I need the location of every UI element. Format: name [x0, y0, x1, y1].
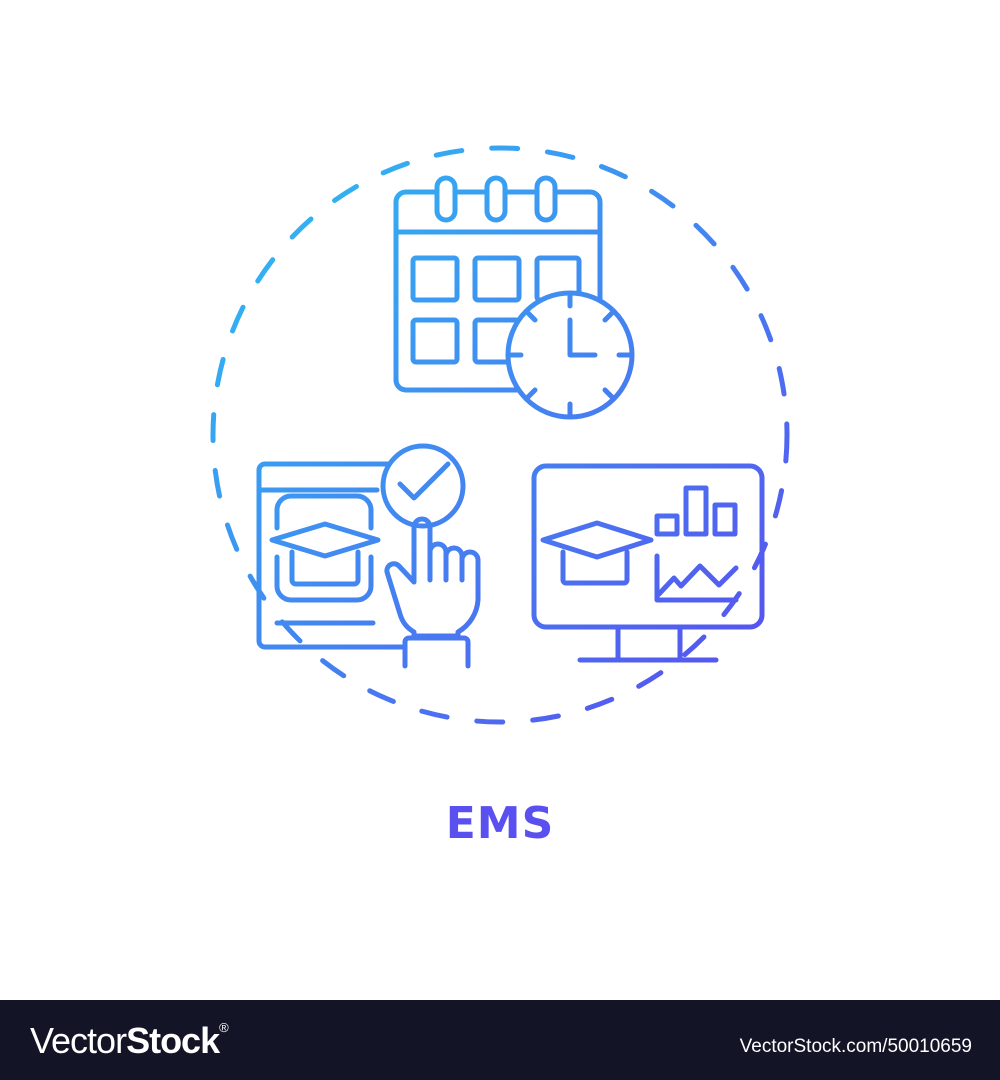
- clock-icon: [505, 290, 635, 420]
- bar-chart-icon: [654, 485, 738, 537]
- check-circle-icon: [380, 443, 466, 529]
- logo-light: Vector: [30, 1020, 127, 1061]
- monitor-icon: [531, 463, 765, 663]
- graduation-cap-icon: [540, 520, 654, 586]
- line-chart-icon: [654, 553, 739, 603]
- vectorstock-logo: VectorStock®: [30, 1020, 229, 1062]
- footer-bar: VectorStock® VectorStock.com/50010659: [0, 1000, 1000, 1080]
- logo-mark: ®: [219, 1020, 229, 1035]
- dashed-circle: [210, 145, 790, 725]
- pointing-hand-icon: [384, 516, 481, 669]
- image-reference: VectorStock.com/50010659: [739, 1036, 972, 1057]
- calendar-icon: [393, 175, 603, 393]
- concept-title: EMS: [445, 798, 555, 849]
- logo-bold: Stock: [126, 1020, 220, 1061]
- browser-window-icon: [256, 461, 408, 650]
- graduation-cap-icon: [269, 521, 381, 587]
- ems-concept-illustration: [210, 145, 790, 725]
